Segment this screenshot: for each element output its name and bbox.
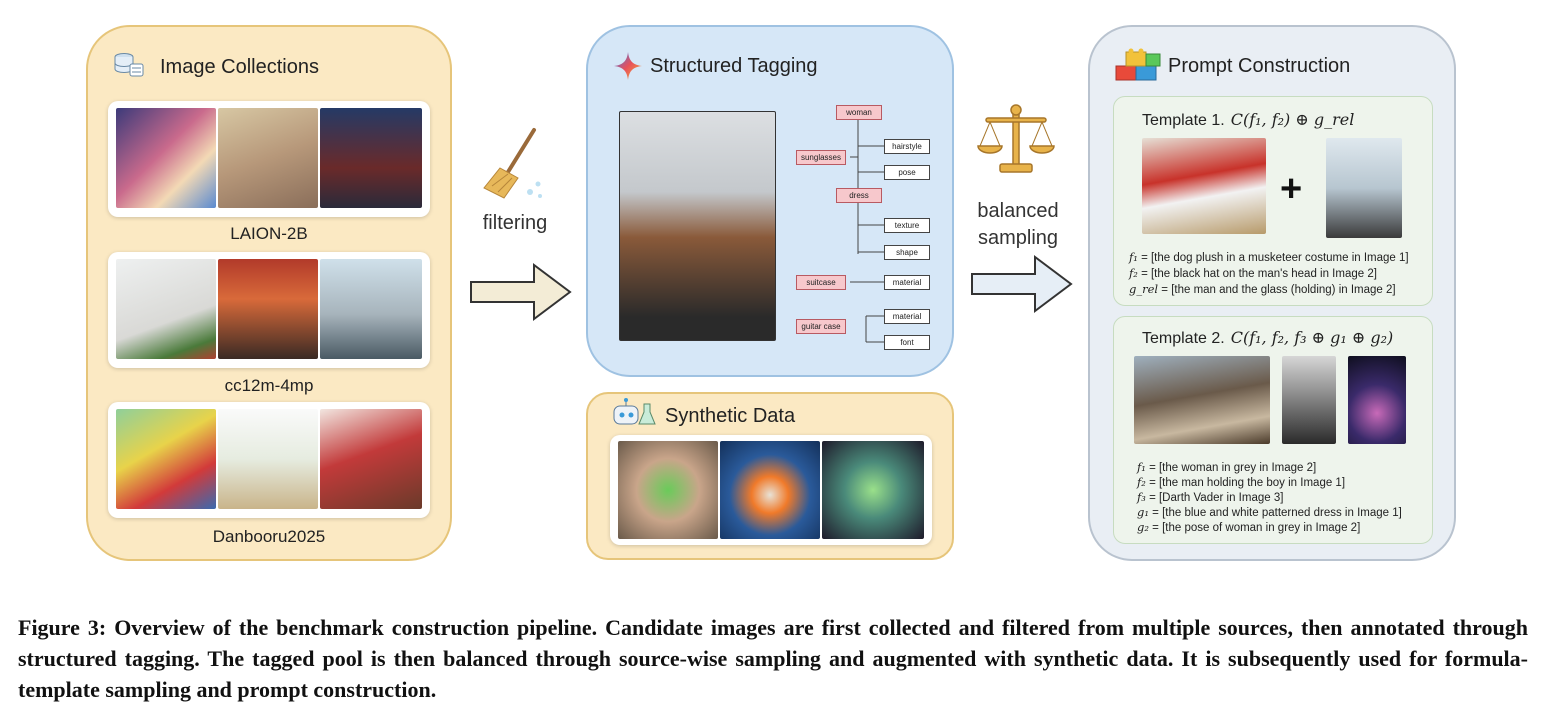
- source-label-laion: LAION-2B: [230, 224, 308, 243]
- figure-caption: Figure 3: Overview of the benchmark cons…: [18, 615, 1528, 702]
- prompt-construction-title: Prompt Construction: [1168, 55, 1351, 77]
- broom-icon: [483, 128, 542, 199]
- template-2-line: f₂ = [the man holding the boy in Image 1…: [1137, 475, 1346, 489]
- template-2-line: g₂ = [the pose of woman in grey in Image…: [1137, 520, 1361, 534]
- tag-node-guitar-case: guitar case: [796, 319, 846, 334]
- synthetic-image-card: [610, 435, 932, 545]
- template-2-title: Template 2. C(f₁, f₂, f₃ ⊕ g₁ ⊕ g₂): [1142, 328, 1393, 348]
- image-thumbnail: [320, 259, 422, 359]
- balanced-label-line1: balanced: [977, 200, 1059, 222]
- tag-node-texture: texture: [884, 218, 930, 233]
- template-1-image-1: [1142, 138, 1266, 234]
- template-2-line: f₁ = [the woman in grey in Image 2]: [1137, 460, 1317, 474]
- image-thumbnail: [320, 108, 422, 208]
- tag-tree-connectors: [850, 120, 884, 343]
- tag-node-dress: dress: [836, 188, 882, 203]
- tag-node-font: font: [884, 335, 930, 350]
- synthetic-data-title: Synthetic Data: [665, 405, 796, 427]
- template-2-label: Template 2.: [1142, 330, 1225, 347]
- tag-node-pose: pose: [884, 165, 930, 180]
- source-label-danbooru: Danbooru2025: [212, 527, 326, 546]
- template-1-image-2: [1326, 138, 1402, 238]
- image-thumbnail: [218, 108, 318, 208]
- image-thumbnail: [618, 441, 718, 539]
- template-2-line: g₁ = [the blue and white patterned dress…: [1137, 505, 1402, 519]
- arrow-right-icon: [470, 263, 572, 321]
- image-thumbnail: [116, 108, 216, 208]
- template-2-image-2: [1282, 356, 1336, 444]
- image-thumbnail: [218, 259, 318, 359]
- template-2-image-1: [1134, 356, 1270, 444]
- sparkle-icon: [614, 52, 642, 80]
- image-thumbnail: [822, 441, 924, 539]
- robot-icon: [613, 398, 656, 425]
- template-1-line: g_rel = [the man and the glass (holding)…: [1129, 282, 1396, 296]
- database-icon: [114, 53, 144, 77]
- laion-image-card: [108, 101, 430, 217]
- image-thumbnail: [320, 409, 422, 509]
- scale-icon: [977, 104, 1055, 173]
- blocks-icon: [1115, 48, 1161, 81]
- cc12m-image-card: [108, 252, 430, 368]
- tag-node-woman: woman: [836, 105, 882, 120]
- tagged-photo: [619, 111, 776, 341]
- template-1-line: f₂ = [the black hat on the man's head in…: [1129, 266, 1377, 280]
- template-1-title: Template 1. C(f₁, f₂) ⊕ g_rel: [1142, 110, 1354, 130]
- tag-node-shape: shape: [884, 245, 930, 260]
- image-thumbnail: [720, 441, 820, 539]
- tag-node-material: material: [884, 275, 930, 290]
- image-thumbnail: [116, 259, 216, 359]
- template-2-line: f₃ = [Darth Vader in Image 3]: [1137, 490, 1284, 504]
- template-2-image-3: [1348, 356, 1406, 444]
- structured-tagging-title: Structured Tagging: [650, 55, 818, 77]
- image-thumbnail: [116, 409, 216, 509]
- danbooru-image-card: [108, 402, 430, 518]
- balanced-sampling-label: balanced sampling: [962, 198, 1074, 252]
- template-2-formula: C(f₁, f₂, f₃ ⊕ g₁ ⊕ g₂): [1230, 328, 1394, 347]
- source-label-cc12m: cc12m-4mp: [224, 376, 314, 395]
- template-1-formula: C(f₁, f₂) ⊕ g_rel: [1230, 110, 1355, 129]
- template-1-line: f₁ = [the dog plush in a musketeer costu…: [1129, 250, 1409, 264]
- tag-node-suitcase: suitcase: [796, 275, 846, 290]
- tag-node-material: material: [884, 309, 930, 324]
- image-thumbnail: [218, 409, 318, 509]
- plus-symbol: +: [1280, 168, 1303, 210]
- balanced-label-line2: sampling: [977, 227, 1059, 249]
- arrow-right-icon: [971, 255, 1073, 313]
- image-collections-title: Image Collections: [160, 56, 319, 78]
- tag-node-hairstyle: hairstyle: [884, 139, 930, 154]
- tag-node-sunglasses: sunglasses: [796, 150, 846, 165]
- template-1-label: Template 1.: [1142, 112, 1225, 129]
- filtering-label: filtering: [482, 212, 548, 234]
